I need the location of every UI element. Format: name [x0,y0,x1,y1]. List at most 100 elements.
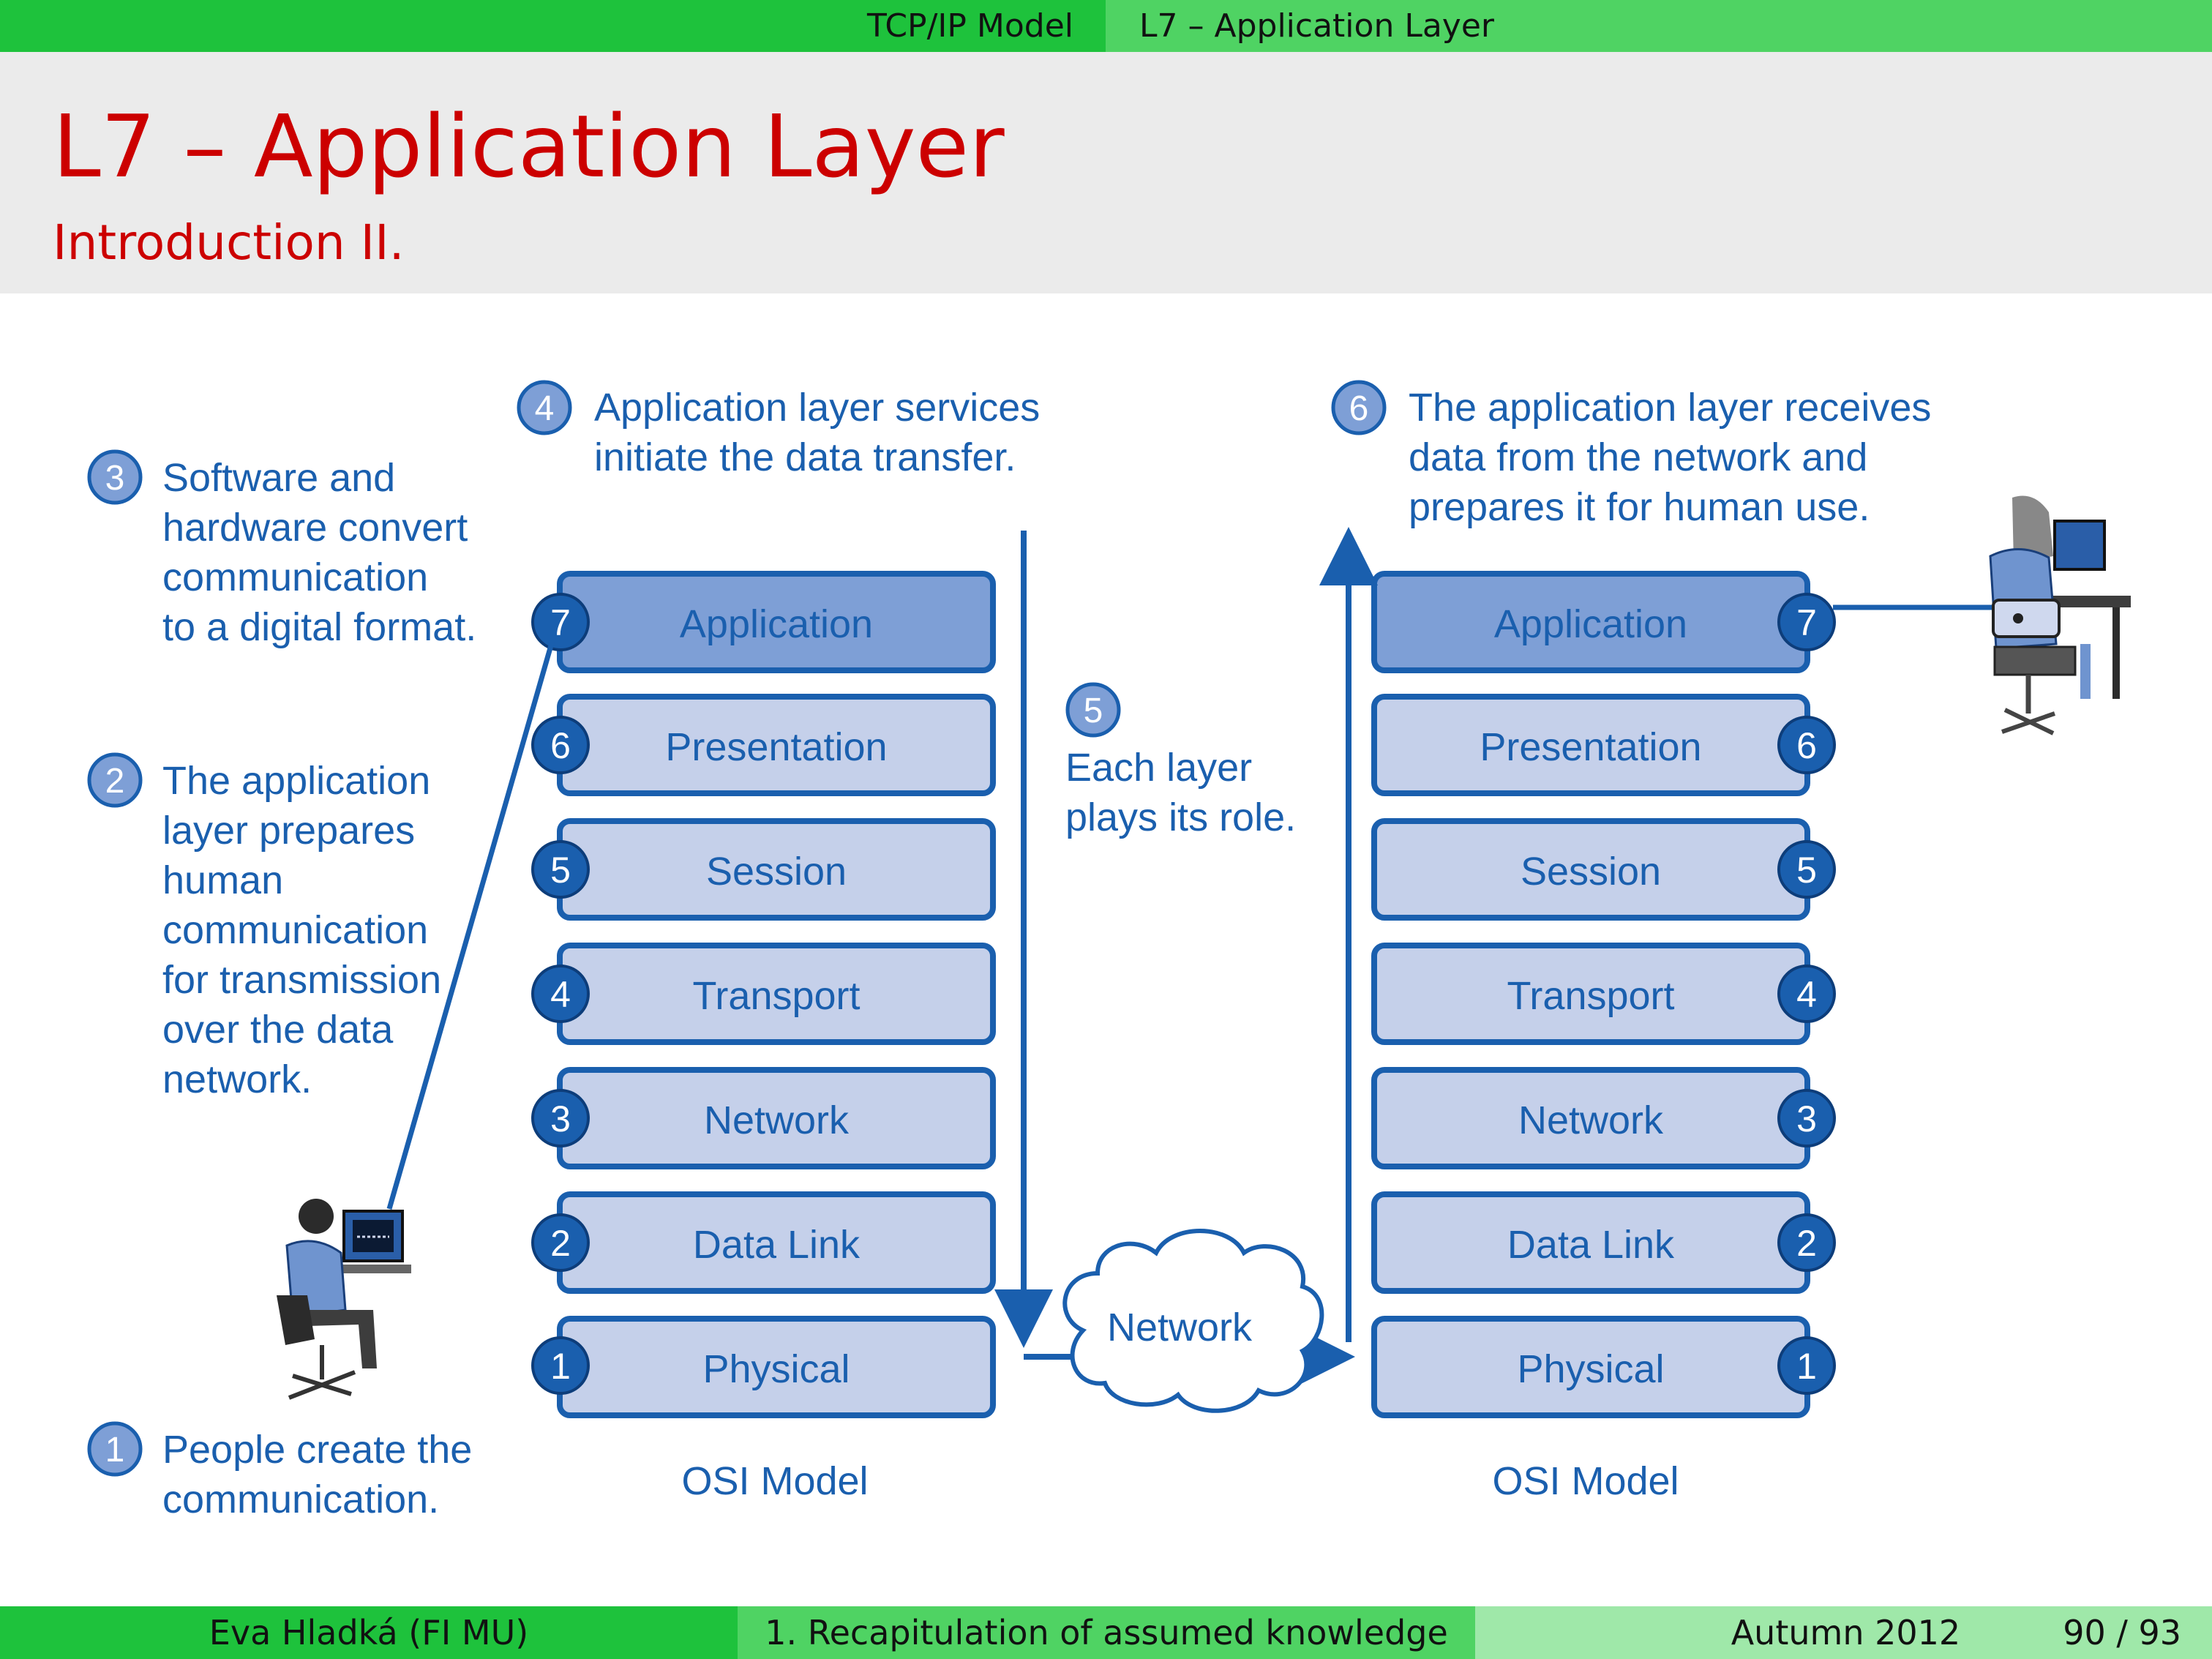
step-text-line: Each layer [1065,746,1252,790]
step-number: 1 [105,1431,125,1469]
layer-number-badge: 7 [1796,602,1817,643]
footer-author: Eva Hladká (FI MU) [0,1606,738,1659]
step-text-line: initiate the data transfer. [594,435,1016,479]
nav-section-label: TCP/IP Model [867,7,1073,45]
step-text-line: The application layer receives [1409,386,1931,430]
step-number: 3 [105,459,125,498]
step-text-line: for transmission [162,958,441,1002]
layer-label: Transport [692,974,860,1018]
osi-layer-session-right: Session 5 [1371,818,1836,921]
layer-label: Physical [1517,1347,1664,1391]
svg-text:Software and hardware co: Software and hardware convert communicat… [162,456,479,649]
layer-label: Presentation [665,725,887,769]
layer-label: Network [704,1098,850,1142]
step-4-callout: 4 Application layer services initiate th… [517,380,1051,479]
footer-course: 1. Recapitulation of assumed knowledge [738,1606,1475,1659]
layer-label: Network [1518,1098,1664,1142]
step-text-line: communication [162,555,428,599]
nav-subsection[interactable]: L7 – Application Layer [1106,0,2212,52]
top-navigation-bar: TCP/IP Model L7 – Application Layer [0,0,2212,52]
step-text-line: to a digital format. [162,605,476,649]
svg-text:Application layer services: Application layer services initiate the … [594,386,1051,479]
svg-text:The application layer pr: The application layer prepares human com… [162,759,452,1101]
sender-person-icon [277,1199,411,1400]
step-text-line: layer prepares [162,809,415,853]
layer-number-badge: 2 [550,1223,571,1264]
footer-page-number: 90 / 93 [2063,1613,2181,1652]
osi-layer-transport-right: Transport 4 [1371,943,1836,1045]
layer-label: Session [706,850,847,894]
osi-layer-datalink-right: Data Link 2 [1371,1191,1836,1294]
step-text-line: The application [162,759,430,803]
layer-label: Data Link [1507,1223,1675,1267]
step-1-callout: 1 People create the communication. [87,1421,483,1521]
layer-label: Application [680,602,873,646]
layer-number-badge: 1 [550,1346,571,1387]
osi-model-caption-right: OSI Model [1492,1459,1679,1503]
svg-text:People create the commun: People create the communication. [162,1428,483,1521]
receiver-person-icon [1989,495,2131,735]
layer-number-badge: 1 [1796,1346,1817,1387]
layer-label: Application [1494,602,1687,646]
layer-label: Physical [702,1347,850,1391]
step-text-line: prepares it for human use. [1409,485,1870,529]
osi-layer-network-left: Network 3 [531,1067,996,1169]
step-text-line: Software and [162,456,395,500]
osi-layer-presentation-right: Presentation 6 [1371,694,1836,796]
osi-model-caption-left: OSI Model [681,1459,868,1503]
svg-text:Each layer plays its rol: Each layer plays its role. [1065,746,1296,839]
step-6-callout: 6 The application layer receives data fr… [1331,380,1931,529]
footer-course-text: 1. Recapitulation of assumed knowledge [765,1613,1448,1652]
step-text-line: communication. [162,1478,439,1521]
right-osi-stack: Application 7 Presentation 6 Session 5 T… [1371,571,1836,1503]
osi-layer-physical-right: Physical 1 [1371,1316,1836,1418]
osi-layer-network-right: Network 3 [1371,1067,1836,1169]
nav-subsection-label: L7 – Application Layer [1139,7,1494,45]
step-text-line: human [162,858,283,902]
layer-number-badge: 3 [550,1098,571,1139]
footer-bar: Eva Hladká (FI MU) 1. Recapitulation of … [0,1606,2212,1659]
osi-layer-application-right: Application 7 [1371,571,1836,673]
slide-title: L7 – Application Layer [53,96,1005,197]
step-text-line: Application layer services [594,386,1040,430]
layer-number-badge: 6 [550,725,571,766]
osi-layer-presentation-left: Presentation 6 [531,694,996,796]
slide-subtitle: Introduction II. [53,214,405,271]
layer-number-badge: 5 [550,850,571,891]
layer-number-badge: 4 [1796,974,1817,1015]
user-to-application-line [386,634,557,1210]
footer-author-text: Eva Hladká (FI MU) [209,1613,529,1652]
slide-header: L7 – Application Layer Introduction II. [0,52,2212,293]
layer-number-badge: 4 [550,974,571,1015]
step-text-line: network. [162,1057,312,1101]
step-number: 4 [535,389,555,428]
step-5-callout: 5 Each layer plays its role. [1065,682,1296,839]
layer-label: Session [1521,850,1661,894]
cloud-label: Network [1107,1306,1253,1349]
step-3-callout: 3 Software and hardware convert communic… [87,449,479,649]
step-text-line: People create the [162,1428,472,1472]
step-number: 2 [105,762,125,801]
step-number: 6 [1349,389,1369,428]
step-text-line: plays its role. [1065,795,1296,839]
nav-section[interactable]: TCP/IP Model [0,0,1106,52]
osi-layer-session-left: Session 5 [531,818,996,921]
layer-label: Data Link [693,1223,861,1267]
layer-number-badge: 2 [1796,1223,1817,1264]
step-number: 5 [1084,692,1103,730]
step-text-line: hardware convert [162,506,468,550]
osi-layer-physical-left: Physical 1 [531,1316,996,1418]
layer-number-badge: 3 [1796,1098,1817,1139]
osi-layer-datalink-left: Data Link 2 [531,1191,996,1294]
layer-label: Transport [1507,974,1674,1018]
osi-layer-transport-left: Transport 4 [531,943,996,1045]
step-text-line: communication [162,908,428,952]
footer-date: Autumn 2012 [1731,1613,1961,1652]
step-text-line: data from the network and [1409,435,1867,479]
layer-number-badge: 5 [1796,850,1817,891]
step-text-line: over the data [162,1008,394,1052]
layer-number-badge: 6 [1796,725,1817,766]
layer-label: Presentation [1480,725,1701,769]
footer-meta: Autumn 2012 90 / 93 [1475,1606,2212,1659]
